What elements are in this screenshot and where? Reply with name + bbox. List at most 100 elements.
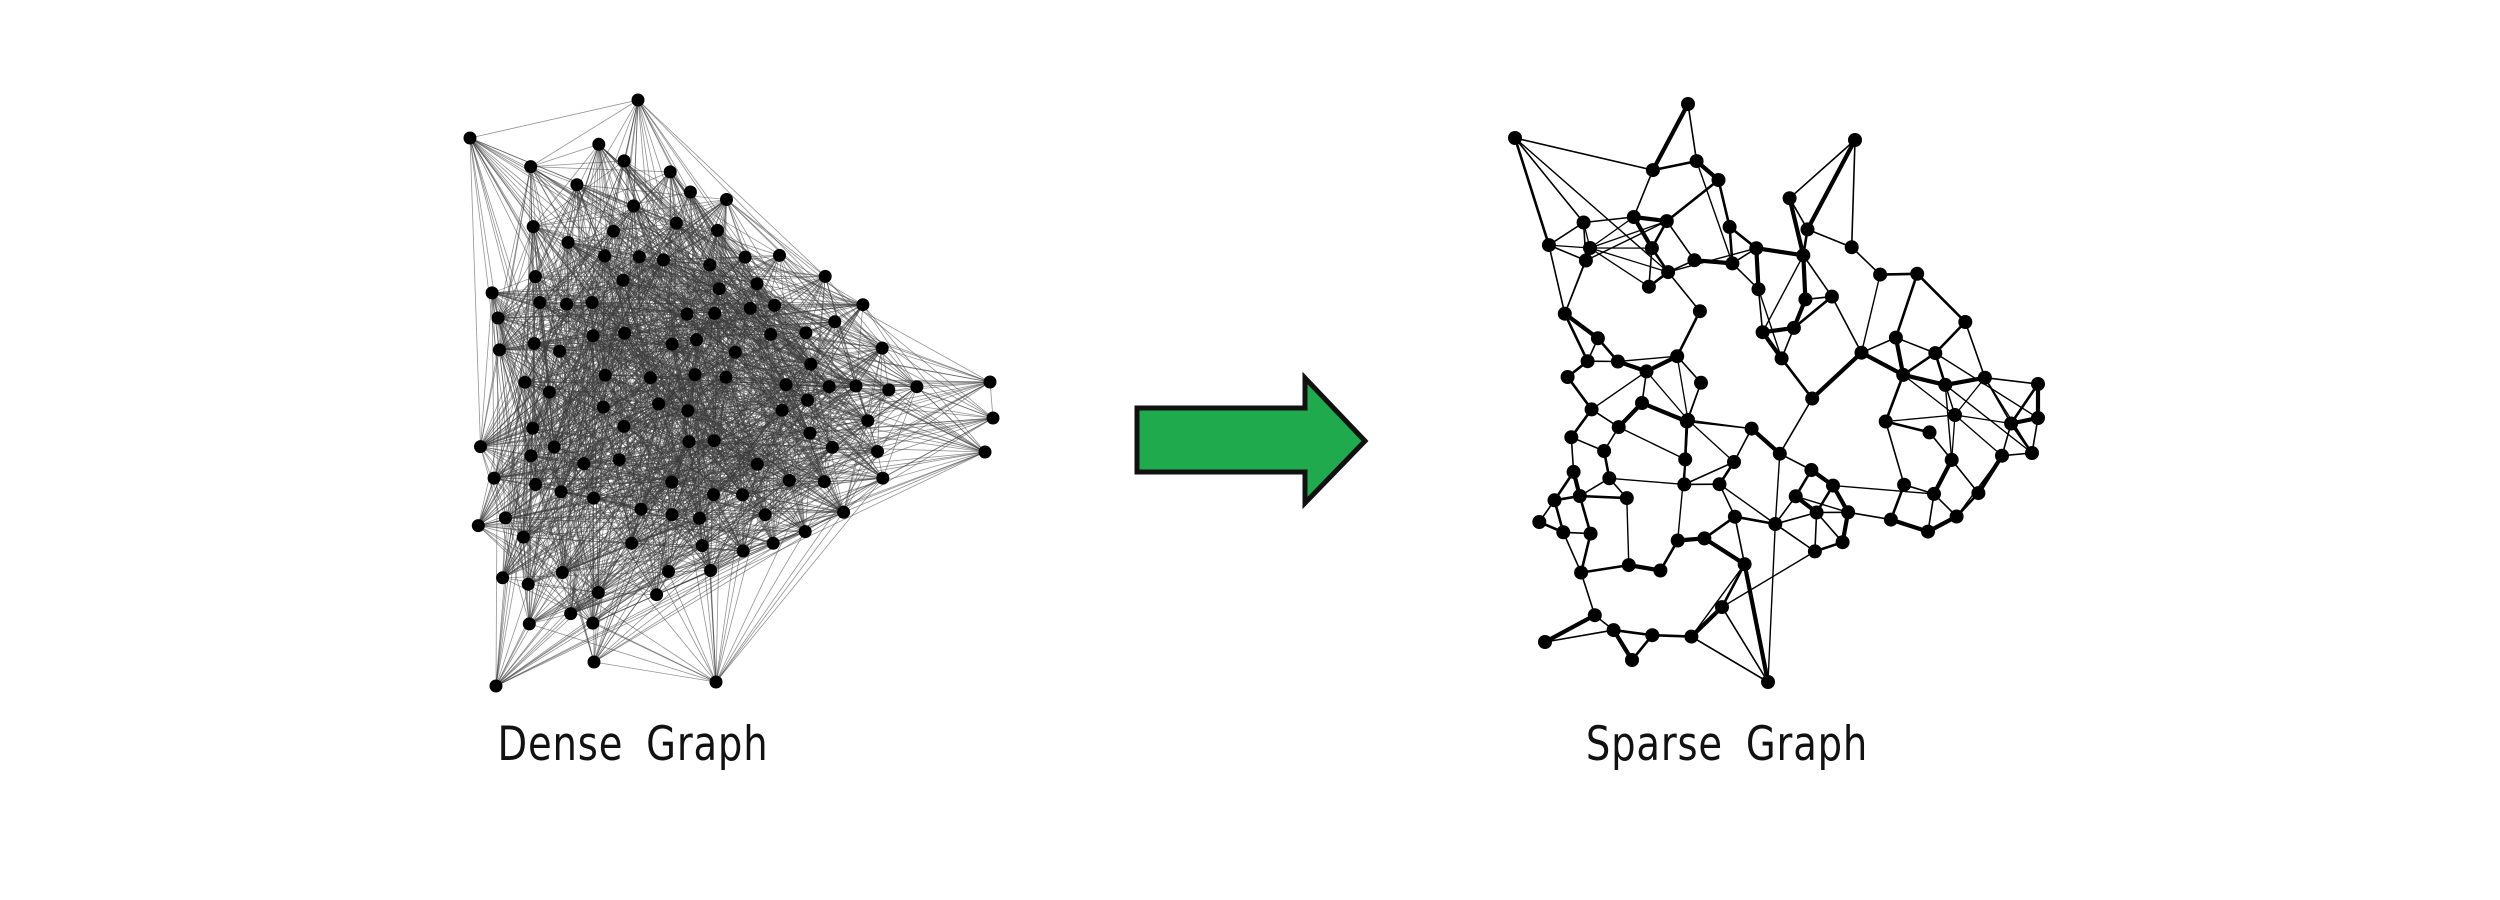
graph-edge: [1984, 377, 2033, 454]
graph-edge: [1944, 384, 1953, 461]
graph-edge: [604, 255, 807, 334]
graph-edge: [527, 335, 594, 585]
graph-node: [1727, 509, 1742, 524]
graph-edge: [1984, 376, 2039, 385]
graph-edge: [532, 191, 691, 228]
graph-edge: [676, 199, 727, 224]
graph-edge: [623, 384, 787, 427]
graph-edge: [598, 143, 688, 315]
graph-edge: [561, 333, 771, 573]
graph-edge: [530, 332, 625, 457]
graph-edge: [477, 427, 534, 526]
graph-edge: [633, 205, 657, 596]
graph-edge: [495, 531, 806, 687]
graph-edge: [1951, 414, 1956, 461]
graph-edge: [1651, 159, 1698, 172]
graph-edge: [749, 307, 807, 334]
graph-edge: [1831, 295, 1863, 354]
graph-node: [750, 277, 764, 291]
graph-node: [910, 380, 924, 394]
graph-edge: [726, 199, 807, 334]
graph-edge: [717, 229, 751, 309]
graph-node: [1798, 292, 1813, 307]
graph-node: [1578, 253, 1593, 268]
graph-edge: [694, 374, 830, 388]
graph-edge: [592, 386, 918, 624]
graph-node: [1927, 486, 1941, 501]
graph-edge: [532, 335, 594, 429]
graph-edge: [576, 184, 808, 401]
graph-node: [1611, 420, 1626, 435]
graph-edge: [823, 386, 918, 483]
graph-node: [665, 475, 679, 489]
graph-edge: [624, 222, 677, 334]
graph-node: [1689, 154, 1704, 169]
graph-edge: [491, 292, 585, 465]
graph-node: [822, 380, 836, 394]
graph-edge: [715, 511, 844, 683]
sparse-graph-edges: [1513, 101, 2041, 685]
graph-edge: [734, 351, 744, 552]
graph-edge: [699, 446, 833, 519]
graph-edge: [560, 491, 594, 624]
graph-edge: [637, 99, 883, 349]
graph-node: [1532, 515, 1547, 529]
graph-edge: [1513, 136, 1551, 247]
graph-edge: [633, 205, 783, 411]
graph-edge: [491, 292, 563, 573]
graph-edge: [1954, 414, 2003, 457]
graph-node: [665, 337, 679, 351]
graph-edge: [1626, 497, 1630, 566]
graph-edge: [1675, 309, 1702, 358]
graph-edge: [1884, 373, 1905, 423]
graph-edge: [1754, 246, 1806, 258]
graph-node: [1796, 248, 1811, 263]
graph-edge: [1590, 370, 1648, 411]
graph-node: [680, 307, 694, 321]
graph-node: [1625, 653, 1639, 667]
graph-node: [665, 508, 679, 522]
graph-edge: [493, 403, 659, 479]
graph-node: [524, 449, 538, 463]
graph-edge: [656, 451, 878, 596]
graph-node: [1661, 265, 1676, 280]
graph-edge: [623, 99, 639, 162]
graph-node: [1574, 565, 1589, 580]
graph-edge: [717, 229, 808, 401]
graph-node: [474, 440, 487, 454]
graph-edge: [809, 417, 994, 434]
graph-edge: [726, 199, 918, 388]
graph-edge: [1950, 459, 1980, 494]
graph-node: [1774, 351, 1789, 366]
graph-edge: [528, 491, 562, 625]
graph-edge: [1702, 536, 1747, 567]
graph-edge: [1859, 350, 1906, 377]
graph-node: [704, 564, 718, 577]
graph-edge: [528, 613, 572, 625]
graph-edge: [1617, 355, 1678, 363]
graph-node: [719, 370, 733, 384]
graph-node: [598, 368, 612, 382]
graph-node: [804, 357, 818, 371]
graph-edge: [523, 391, 550, 538]
graph-edge: [1787, 196, 1806, 258]
graph-edge: [592, 229, 718, 624]
graph-edge: [1633, 169, 1654, 218]
graph-node: [591, 586, 605, 599]
graph-node: [1772, 446, 1787, 461]
graph-edge: [592, 335, 806, 532]
graph-node: [496, 571, 510, 585]
graph-edge: [1683, 461, 1735, 486]
graph-node: [656, 253, 670, 267]
graph-edge: [480, 302, 541, 448]
graph-edge: [539, 255, 605, 303]
graph-node: [1659, 214, 1674, 229]
graph-node: [1888, 330, 1903, 345]
graph-edge: [566, 222, 677, 305]
graph-edge: [1934, 352, 2039, 419]
graph-node: [1692, 304, 1707, 319]
graph-node: [516, 530, 530, 544]
graph-node: [1712, 477, 1727, 492]
graph-edge: [781, 332, 807, 411]
graph-edge: [592, 256, 640, 337]
